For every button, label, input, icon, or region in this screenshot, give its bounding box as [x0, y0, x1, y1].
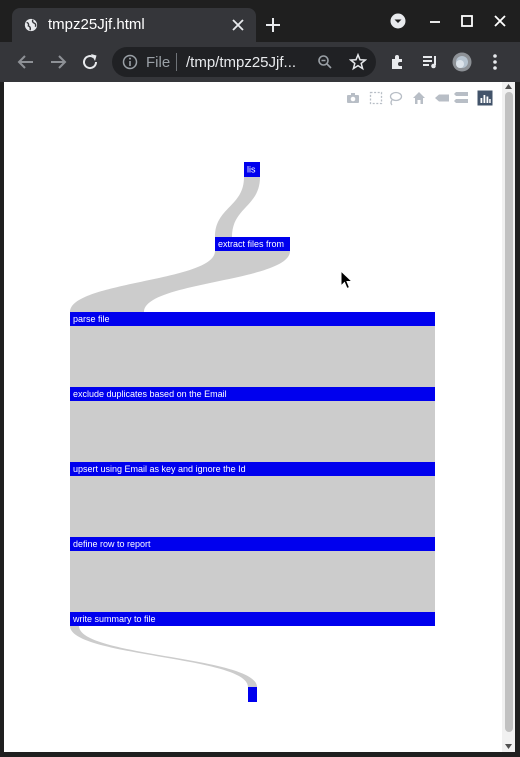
sankey-link[interactable] — [70, 401, 435, 462]
sankey-chart[interactable]: lis extract files from parse file exclude d… — [4, 82, 502, 752]
address-bar[interactable]: File /tmp/tmpz25Jjf... — [112, 47, 376, 77]
box-select-icon[interactable] — [368, 90, 384, 106]
sankey-links — [70, 177, 435, 687]
sankey-link[interactable] — [70, 326, 435, 387]
sankey-link[interactable] — [70, 626, 257, 687]
info-icon[interactable] — [122, 54, 138, 70]
home-icon[interactable] — [411, 90, 427, 106]
sankey-node-label: define row to report — [73, 539, 151, 549]
url-scheme: File — [146, 54, 171, 71]
mouse-cursor-icon — [340, 270, 354, 290]
sankey-node[interactable] — [70, 312, 435, 326]
sankey-node-label: parse file — [73, 314, 110, 324]
reload-icon[interactable] — [80, 52, 100, 72]
plotly-logo-icon[interactable] — [477, 90, 493, 106]
browser-toolbar: File /tmp/tmpz25Jjf... — [0, 42, 520, 82]
page-viewport: lis extract files from parse file exclude d… — [4, 82, 502, 752]
sankey-link[interactable] — [70, 551, 435, 612]
hover-compare-icon[interactable] — [453, 90, 469, 106]
sankey-nodes: lis extract files from parse file exclude d… — [70, 162, 435, 702]
hover-closest-icon[interactable] — [434, 90, 450, 106]
sankey-node-label: exclude duplicates based on the Email — [73, 389, 227, 399]
sankey-node[interactable] — [248, 687, 257, 702]
sankey-node[interactable] — [215, 237, 290, 251]
browser-tab[interactable]: tmpz25Jjf.html — [12, 8, 256, 42]
sankey-node-label: lis — [247, 165, 256, 175]
sankey-node[interactable] — [70, 537, 435, 551]
bookmark-star-icon[interactable] — [349, 53, 367, 71]
tab-strip: tmpz25Jjf.html — [0, 0, 520, 42]
sankey-node[interactable] — [70, 387, 435, 401]
page-scrollbar[interactable] — [502, 82, 515, 752]
window-close-icon[interactable] — [492, 13, 508, 29]
tab-search-icon[interactable] — [390, 13, 406, 29]
menu-kebab-icon[interactable] — [485, 52, 505, 72]
minimize-icon[interactable] — [427, 13, 443, 29]
forward-icon[interactable] — [48, 52, 68, 72]
sankey-node-label: extract files from — [218, 239, 284, 249]
sankey-link[interactable] — [70, 251, 290, 312]
tab-title: tmpz25Jjf.html — [48, 16, 145, 33]
sankey-node[interactable] — [70, 612, 435, 626]
sankey-link[interactable] — [70, 476, 435, 537]
media-control-icon[interactable] — [420, 52, 440, 72]
camera-icon[interactable] — [345, 90, 361, 106]
url-separator — [176, 53, 177, 71]
scrollbar-thumb[interactable] — [505, 92, 513, 732]
close-icon[interactable] — [230, 17, 246, 33]
window-frame-bottom — [0, 752, 520, 757]
sankey-node[interactable] — [70, 462, 435, 476]
new-tab-icon[interactable] — [264, 16, 282, 34]
zoom-icon[interactable] — [317, 54, 333, 70]
window-frame-right — [515, 82, 520, 757]
back-icon[interactable] — [16, 52, 36, 72]
sankey-node-label: upsert using Email as key and ignore the… — [73, 464, 246, 474]
maximize-icon[interactable] — [459, 13, 475, 29]
sankey-node-label: write summary to file — [72, 614, 156, 624]
sankey-node[interactable] — [244, 162, 260, 177]
scroll-down-arrow-icon[interactable] — [504, 742, 513, 751]
extensions-icon[interactable] — [388, 52, 408, 72]
profile-avatar-icon[interactable] — [452, 52, 472, 72]
scroll-up-arrow-icon[interactable] — [504, 82, 513, 91]
url-text[interactable]: /tmp/tmpz25Jjf... — [186, 54, 297, 71]
globe-icon — [24, 18, 38, 32]
sankey-link[interactable] — [215, 177, 260, 237]
lasso-select-icon[interactable] — [387, 90, 403, 106]
